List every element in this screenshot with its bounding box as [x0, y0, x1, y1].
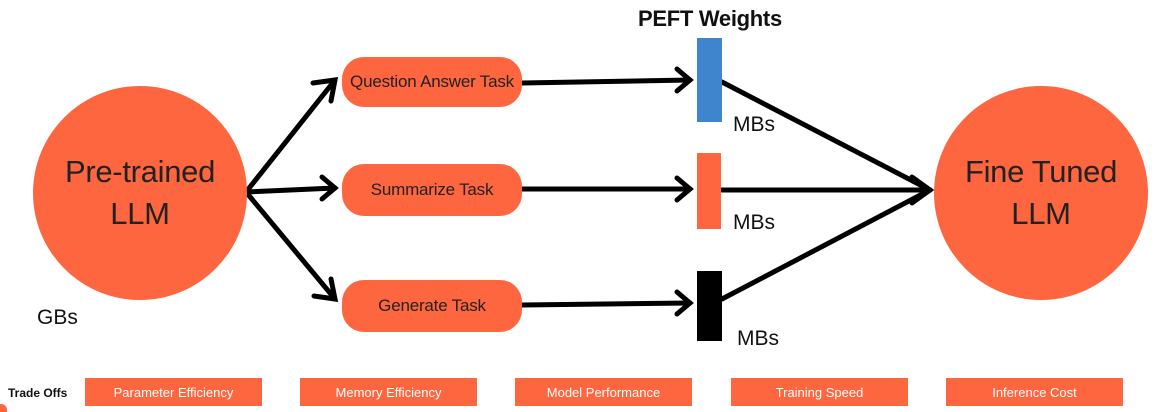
arrow-question-to-weight — [519, 77, 693, 86]
finetuned-llm-line1: Fine Tuned — [964, 154, 1118, 190]
weight-size-summarize: MBs — [733, 211, 775, 234]
pretrained-llm-label: Pre-trained LLM — [65, 151, 215, 235]
finetuned-llm-label: Fine Tuned LLM — [965, 151, 1117, 235]
task-generate: Generate Task — [342, 280, 522, 332]
corner-decoration — [0, 404, 7, 412]
tradeoff-inference-cost: Inference Cost — [946, 378, 1123, 406]
arrowhead-summarize-weight — [674, 175, 694, 203]
arrow-black-weight-to-finetuned — [719, 187, 933, 302]
arrowhead-generate-task — [311, 276, 339, 302]
tradeoff-memory-efficiency: Memory Efficiency — [300, 378, 477, 406]
pretrained-llm-circle: Pre-trained LLM — [33, 86, 247, 300]
weight-size-question: MBs — [733, 113, 775, 136]
arrow-to-question-task — [243, 77, 338, 195]
arrowhead-finetuned — [909, 174, 935, 206]
arrowhead-question-task — [310, 77, 339, 104]
tradeoff-parameter-efficiency: Parameter Efficiency — [85, 378, 262, 406]
weight-bar-generate — [697, 271, 722, 341]
tradeoffs-title: Trade Offs — [8, 386, 68, 400]
arrowhead-generate-weight — [674, 289, 694, 317]
peft-weights-title: PEFT Weights — [638, 6, 782, 31]
tradeoff-training-speed: Training Speed — [731, 378, 908, 406]
pretrained-size-label: GBs — [37, 306, 78, 329]
finetuned-llm-line2: LLM — [1011, 196, 1071, 231]
weight-size-generate: MBs — [737, 327, 779, 350]
arrow-to-generate-task — [243, 189, 338, 302]
arrowhead-summarize-task — [319, 174, 339, 202]
arrow-blue-weight-to-finetuned — [719, 79, 933, 193]
arrowhead-question-weight — [674, 66, 694, 94]
weight-bar-question — [697, 38, 722, 122]
arrow-to-summarize-task — [243, 185, 338, 195]
task-question-answer: Question Answer Task — [342, 57, 522, 107]
arrow-generate-to-weight — [519, 300, 693, 308]
finetuned-llm-circle: Fine Tuned LLM — [934, 86, 1148, 300]
weight-bar-summarize — [697, 153, 721, 229]
tradeoff-model-performance: Model Performance — [515, 378, 692, 406]
pretrained-llm-line2: LLM — [110, 196, 170, 231]
pretrained-llm-line1: Pre-trained — [64, 154, 216, 190]
task-summarize: Summarize Task — [342, 164, 522, 216]
